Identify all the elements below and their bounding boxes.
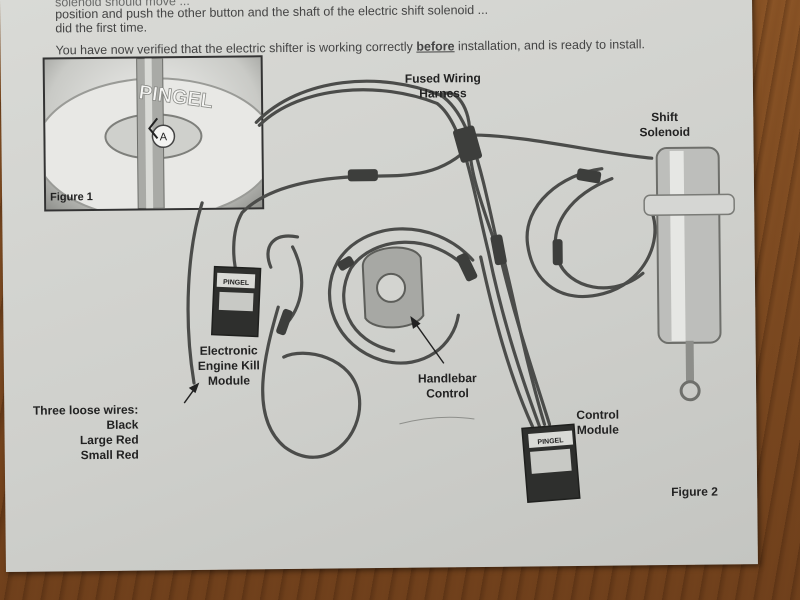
label-wire-large-red: Large Red — [79, 432, 139, 448]
label-kill-line-1: Electronic — [199, 343, 258, 358]
label-handlebar-line-2: Control — [426, 386, 469, 401]
control-module-illustration: PINGEL — [521, 423, 581, 504]
label-loose-wires: Three loose wires: Black Large Red Small… — [26, 403, 139, 464]
control-module-brand: PINGEL — [537, 437, 564, 446]
label-wire-small-red: Small Red — [80, 447, 139, 463]
label-control-module: Control Module — [576, 408, 619, 438]
label-harness-line-1: Fused Wiring — [404, 70, 481, 86]
label-control-line-2: Module — [576, 422, 619, 437]
figure-1-brand: PINGEL — [138, 82, 215, 113]
label-wire-black: Black — [106, 417, 139, 432]
kill-module-brand: PINGEL — [223, 279, 250, 287]
label-kill-line-3: Module — [207, 373, 251, 388]
label-control-line-1: Control — [576, 407, 620, 422]
handlebar-control-illustration — [361, 246, 425, 329]
label-handlebar-control: Handlebar Control — [418, 371, 477, 402]
label-harness-line-2: Harness — [419, 86, 467, 101]
figure-1-illustration: A PINGEL — [44, 57, 263, 210]
wiring-diagram-photo: PINGEL PINGEL — [183, 79, 735, 504]
label-handlebar-line-1: Handlebar — [417, 371, 477, 386]
label-engine-kill-module: Electronic Engine Kill Module — [198, 343, 260, 389]
instruction-page: solenoid should move ... position and pu… — [0, 0, 758, 572]
shift-solenoid-illustration — [643, 146, 735, 402]
label-kill-line-2: Engine Kill — [197, 358, 260, 373]
engine-kill-module-illustration: PINGEL — [210, 265, 262, 338]
figure-1-inset: A PINGEL Figure 1 — [42, 55, 265, 212]
label-solenoid-line-1: Shift — [651, 109, 679, 125]
figure-2-caption: Figure 2 — [671, 484, 718, 499]
label-fused-wiring-harness: Fused Wiring Harness — [405, 71, 481, 102]
label-shift-solenoid: Shift Solenoid — [639, 110, 690, 141]
label-solenoid-line-2: Solenoid — [639, 124, 691, 140]
label-wires-title: Three loose wires: — [32, 402, 139, 418]
figure-1-marker: A — [160, 131, 168, 143]
